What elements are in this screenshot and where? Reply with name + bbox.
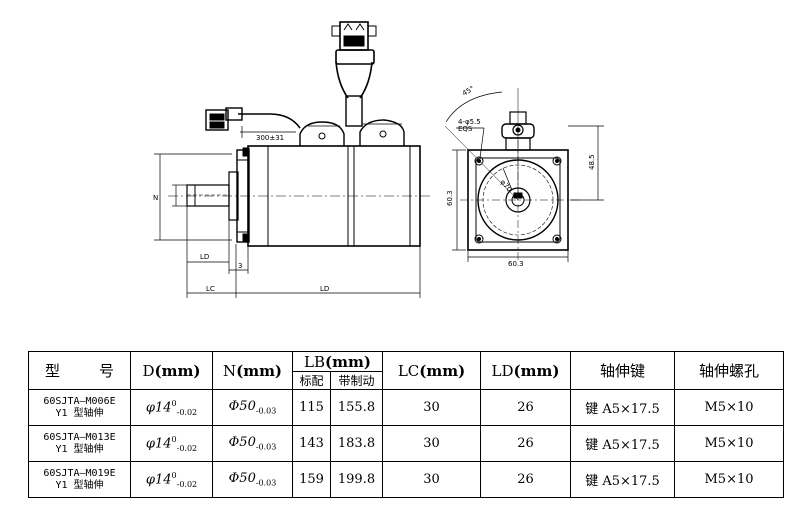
model-code: 60SJTA—M006E	[43, 395, 116, 407]
cell-key: 键 A5×17.5	[570, 425, 676, 462]
header-d-unit: (mm)	[154, 361, 201, 380]
n-lower-tol: -0.03	[255, 478, 277, 488]
header-ld: LD(mm)	[480, 351, 572, 390]
dim-ld-small: LD	[200, 253, 209, 261]
header-key: 轴伸键	[570, 351, 676, 390]
cell-lb-standard: 115	[292, 389, 331, 426]
cell-lb-standard: 143	[292, 425, 331, 462]
cell-n: Φ50-0.03	[212, 389, 293, 426]
header-lc: LC(mm)	[382, 351, 482, 390]
dim-n: N	[153, 194, 158, 202]
dim-side-width: 60.3	[508, 260, 524, 268]
n-value: Φ50	[228, 399, 256, 415]
cell-screw: M5×10	[674, 389, 785, 426]
d-upper-tol: 0	[171, 434, 177, 444]
dim-connector-length: 300±31	[256, 134, 284, 142]
dim-angle: 45°	[461, 85, 476, 98]
cell-n: Φ50-0.03	[212, 425, 293, 462]
header-lb-standard: 标配	[292, 371, 331, 390]
header-ld-unit: (mm)	[513, 361, 560, 380]
cell-d: φ140-0.02	[130, 461, 213, 498]
header-lb: LB(mm)	[291, 351, 384, 372]
cell-lc: 30	[382, 461, 482, 498]
n-lower-tol: -0.03	[255, 442, 277, 452]
cell-screw: M5×10	[674, 461, 785, 498]
model-code: 60SJTA—M013E	[43, 431, 116, 443]
dim-three: 3	[238, 262, 242, 270]
header-n-label: N	[222, 361, 237, 380]
model-shaft-type: Y1 型轴伸	[55, 443, 104, 455]
header-model: 型 号	[28, 351, 131, 390]
n-value: Φ50	[228, 435, 256, 451]
cell-lc: 30	[382, 425, 482, 462]
dim-lc: LC	[206, 285, 215, 293]
header-lc-label: LC	[397, 361, 420, 380]
model-shaft-type: Y1 型轴伸	[55, 407, 104, 419]
d-lower-tol: -0.02	[176, 479, 198, 489]
cell-ld: 26	[480, 389, 572, 426]
header-d-label: D	[142, 361, 155, 380]
cell-ld: 26	[480, 461, 572, 498]
cell-lb-brake: 183.8	[329, 425, 384, 462]
cell-lb-standard: 159	[292, 461, 331, 498]
header-lc-unit: (mm)	[419, 361, 466, 380]
d-value: φ14	[145, 399, 172, 415]
motor-dimension-drawing: LD LC LD N 3 300±31 45° 4-φ5.5 EQS φ70 6…	[153, 21, 604, 298]
d-value: φ14	[145, 471, 172, 487]
header-screw: 轴伸螺孔	[674, 351, 785, 390]
n-lower-tol: -0.03	[255, 406, 277, 416]
side-dimension-lines	[154, 126, 421, 298]
cell-lb-brake: 199.8	[329, 461, 384, 498]
d-upper-tol: 0	[171, 398, 177, 408]
cell-screw: M5×10	[674, 425, 785, 462]
cell-d: φ140-0.02	[130, 389, 213, 426]
header-model-b: 号	[98, 362, 114, 380]
dim-ld: LD	[320, 285, 329, 293]
dim-holes: 4-φ5.5	[458, 118, 481, 126]
dim-eqs: EQS	[458, 125, 473, 133]
header-ld-label: LD	[491, 361, 514, 380]
front-dimension-lines	[444, 88, 604, 262]
dim-side-height: 60.3	[446, 190, 454, 206]
cell-ld: 26	[480, 425, 572, 462]
model-code: 60SJTA—M019E	[43, 467, 116, 479]
header-lb-unit: (mm)	[325, 352, 371, 371]
header-d: D(mm)	[130, 351, 213, 390]
dim-top-height: 48.5	[588, 154, 596, 170]
spec-table: 型 号 D(mm) N(mm) LB(mm) LC(mm) LD(mm) 轴伸键…	[28, 351, 785, 498]
motor-front-view	[460, 111, 578, 260]
model-shaft-type: Y1 型轴伸	[55, 479, 104, 491]
cell-key: 键 A5×17.5	[570, 389, 676, 426]
dim-pcd: φ70	[498, 178, 513, 194]
cell-d: φ140-0.02	[130, 425, 213, 462]
cell-n: Φ50-0.03	[212, 461, 293, 498]
header-n-unit: (mm)	[236, 361, 283, 380]
d-lower-tol: -0.02	[176, 443, 198, 453]
header-n: N(mm)	[212, 351, 293, 390]
motor-side-view	[168, 21, 432, 247]
d-upper-tol: 0	[171, 470, 177, 480]
header-model-a: 型	[45, 362, 78, 380]
cell-lc: 30	[382, 389, 482, 426]
n-value: Φ50	[228, 471, 256, 487]
cell-lb-brake: 155.8	[329, 389, 384, 426]
d-value: φ14	[145, 435, 172, 451]
d-lower-tol: -0.02	[176, 407, 198, 417]
header-lb-brake: 带制动	[329, 371, 384, 390]
cell-key: 键 A5×17.5	[570, 461, 676, 498]
header-lb-label: LB	[304, 352, 326, 371]
